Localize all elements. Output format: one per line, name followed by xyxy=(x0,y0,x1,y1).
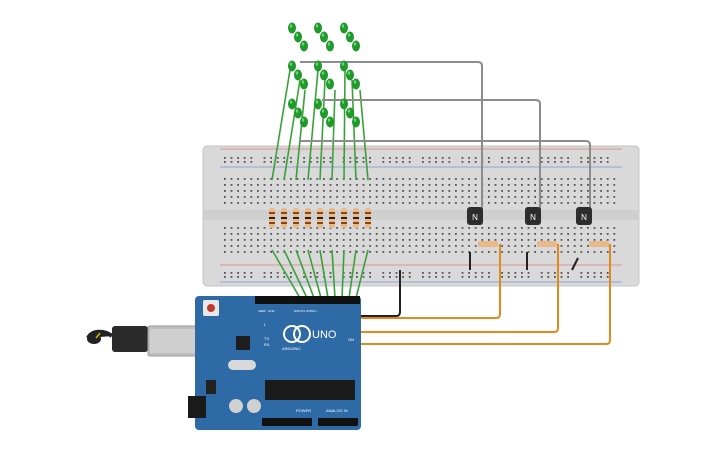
led[interactable] xyxy=(320,107,328,119)
led[interactable] xyxy=(288,60,296,72)
resistor[interactable] xyxy=(353,208,359,228)
ground-jumpers[interactable] xyxy=(469,252,579,271)
arduino-board[interactable]: UNO ARDUINO POWER ANALOG IN DIGITAL (PWM… xyxy=(188,296,361,430)
power-jack[interactable] xyxy=(188,396,206,418)
l-label: L xyxy=(264,322,267,327)
digital-header[interactable] xyxy=(255,296,360,304)
gnd-wire[interactable] xyxy=(360,270,401,317)
led[interactable] xyxy=(300,78,308,90)
capacitor-2 xyxy=(247,399,261,413)
resistor[interactable] xyxy=(305,208,311,228)
led[interactable] xyxy=(326,116,334,128)
led[interactable] xyxy=(294,31,302,43)
crystal xyxy=(228,360,256,370)
board-brand: UNO xyxy=(312,329,337,341)
transistor-3-label: N xyxy=(581,213,587,222)
led[interactable] xyxy=(346,107,354,119)
control-wires[interactable] xyxy=(258,244,611,345)
led[interactable] xyxy=(340,98,348,110)
led[interactable] xyxy=(352,40,360,52)
usb-chip xyxy=(236,336,250,350)
microcontroller-chip xyxy=(265,380,355,400)
transistor-3[interactable]: N xyxy=(576,207,592,225)
on-label: ON xyxy=(348,337,354,342)
led[interactable] xyxy=(326,78,334,90)
resistor[interactable] xyxy=(341,208,347,228)
layer-wires[interactable] xyxy=(300,61,591,214)
regulator xyxy=(206,380,216,394)
led[interactable] xyxy=(300,40,308,52)
resistor[interactable] xyxy=(365,208,371,228)
analog-header[interactable] xyxy=(318,418,358,426)
led[interactable] xyxy=(314,98,322,110)
aref-label: AREF xyxy=(258,309,266,313)
resistor[interactable] xyxy=(293,208,299,228)
transistor-2-label: N xyxy=(530,213,536,222)
led[interactable] xyxy=(288,22,296,34)
digital-label: DIGITAL (PWM~) xyxy=(294,309,317,313)
led[interactable] xyxy=(352,78,360,90)
capacitor-1 xyxy=(229,399,243,413)
led[interactable] xyxy=(288,98,296,110)
led[interactable] xyxy=(320,69,328,81)
breadboard[interactable] xyxy=(202,145,640,287)
gnd-label: GND xyxy=(268,309,276,313)
led[interactable] xyxy=(326,40,334,52)
rx-label: RX xyxy=(264,342,270,347)
tx-label: TX xyxy=(264,336,269,341)
analog-label: ANALOG IN xyxy=(326,408,348,413)
arduino-logo-icon xyxy=(283,325,301,343)
led[interactable] xyxy=(340,60,348,72)
transistor-2[interactable]: N xyxy=(525,207,541,225)
led[interactable] xyxy=(314,60,322,72)
board-logo-text: ARDUINO xyxy=(282,346,300,351)
led[interactable] xyxy=(346,69,354,81)
resistor-array[interactable] xyxy=(269,208,371,228)
resistor[interactable] xyxy=(281,208,287,228)
led[interactable] xyxy=(340,22,348,34)
led-cube[interactable] xyxy=(288,22,360,128)
resistor[interactable] xyxy=(269,208,275,228)
led-wires[interactable] xyxy=(271,69,369,299)
resistor[interactable] xyxy=(329,208,335,228)
led[interactable] xyxy=(320,31,328,43)
transistor-1[interactable]: N xyxy=(467,207,483,225)
power-header[interactable] xyxy=(262,418,312,426)
base-resistors[interactable] xyxy=(478,241,609,247)
resistor[interactable] xyxy=(317,208,323,228)
led[interactable] xyxy=(346,31,354,43)
led[interactable] xyxy=(314,22,322,34)
led[interactable] xyxy=(300,116,308,128)
transistor-1-label: N xyxy=(472,213,478,222)
led[interactable] xyxy=(294,69,302,81)
led[interactable] xyxy=(352,116,360,128)
power-label: POWER xyxy=(296,408,311,413)
led[interactable] xyxy=(294,107,302,119)
